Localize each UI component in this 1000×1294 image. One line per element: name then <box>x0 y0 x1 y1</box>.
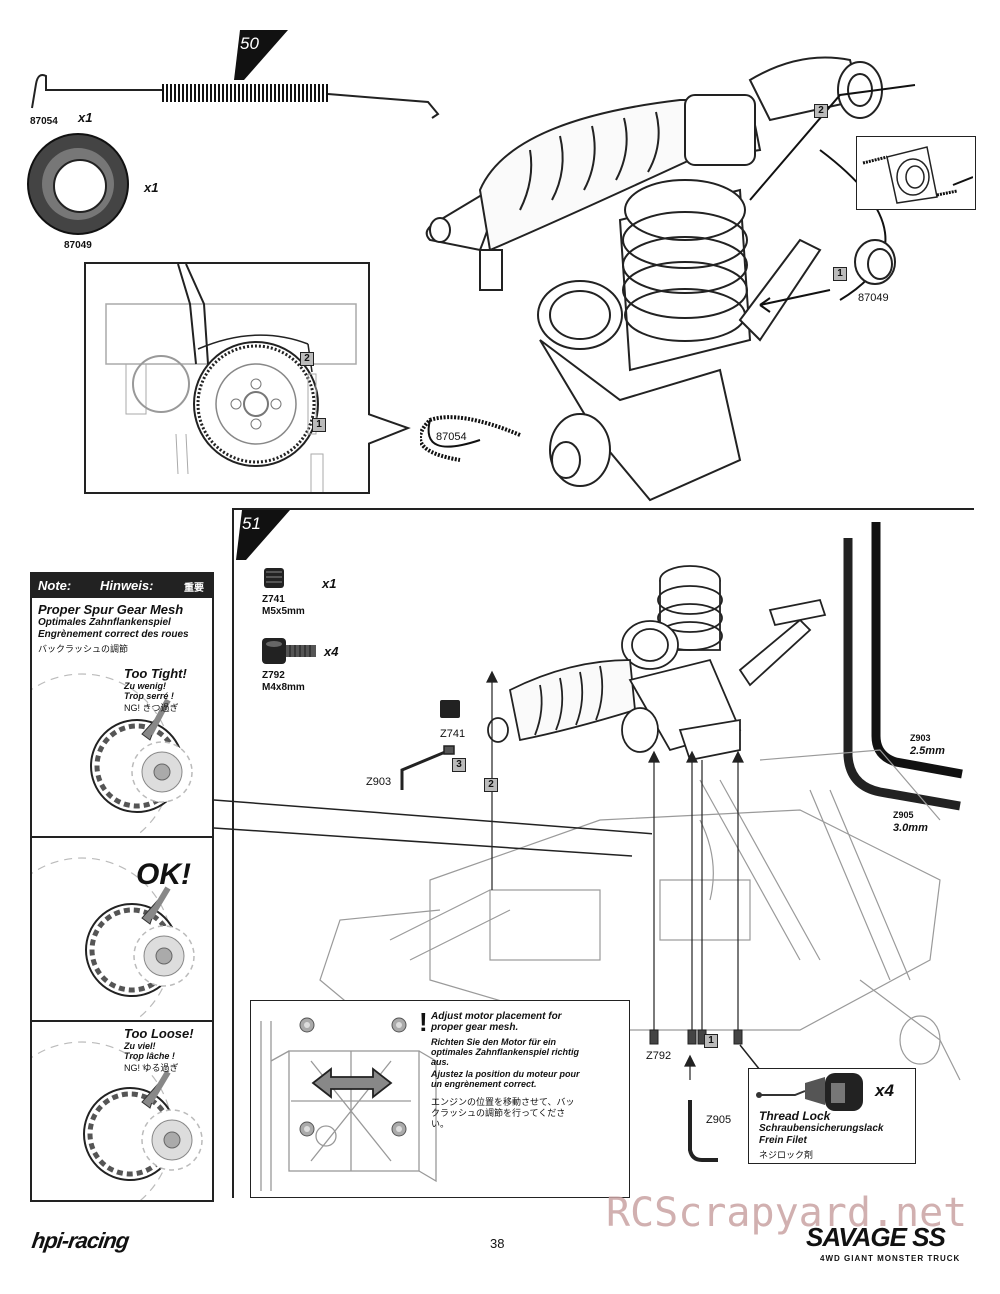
note-panel: Note: Hinweis: 重要 Proper Spur Gear Mesh … <box>30 572 214 1202</box>
inset-drawing <box>862 146 974 204</box>
spring-part-number: 87054 <box>30 116 58 127</box>
gear-ok-drawing <box>32 857 195 1018</box>
callout-87049: 87049 <box>858 292 889 304</box>
ok-label: OK! <box>136 858 191 891</box>
step50-badge <box>234 30 288 80</box>
hinweis-label: Hinweis: <box>100 578 154 593</box>
seal-87049-drawing <box>27 133 129 235</box>
thread-lock-jp: ネジロック剤 <box>759 1150 814 1160</box>
thread-lock-en: Thread Lock <box>759 1109 831 1123</box>
screw-z792-icon <box>262 638 316 664</box>
callout-z792: Z792 <box>646 1050 672 1062</box>
chassis-engine-drawing <box>260 565 961 1183</box>
gear-mesh-title-jp: バックラッシュの調節 <box>38 644 129 654</box>
step50-inset <box>856 136 976 210</box>
screw-z741-icon <box>264 568 284 588</box>
detail-step-2: 2 <box>300 352 314 366</box>
screw-z792-part: Z792 <box>262 670 285 681</box>
thread-lock-box: x4 Thread Lock Schraubensicherungslack F… <box>748 1068 916 1164</box>
note-label: Note: <box>38 578 72 593</box>
adjust-de: Richten Sie den Motor für ein optimales … <box>431 1037 580 1067</box>
too-tight-fr: Trop serré ! <box>124 691 174 701</box>
adjust-motor-box: ! Adjust motor placement for proper gear… <box>250 1000 630 1198</box>
gear-too-loose-drawing <box>32 1041 203 1200</box>
step50-callout-2: 2 <box>814 104 828 118</box>
wrench-z903-part: Z903 <box>910 733 931 743</box>
adjust-en: Adjust motor placement for proper gear m… <box>431 1011 562 1033</box>
adjust-jp: エンジンの位置を移動させて、バックラッシュの調節を行ってください。 <box>431 1097 575 1129</box>
too-tight-jp: NG! きつ過ぎ <box>124 703 179 713</box>
thread-lock-qty: x4 <box>875 1081 894 1100</box>
step51-callout-2: 2 <box>484 778 498 792</box>
screw-z741-size: M5x5mm <box>262 606 305 617</box>
too-loose-de: Zu viel! <box>124 1041 156 1051</box>
savage-ss-logo: SAVAGE SS <box>806 1222 946 1252</box>
gear-mesh-title: Proper Spur Gear Mesh <box>38 602 184 617</box>
too-loose-label: Too Loose! <box>124 1026 194 1041</box>
watermark: RCScrapyard.net <box>606 1190 968 1236</box>
detail-step-1: 1 <box>312 418 326 432</box>
step51-badge <box>236 510 290 560</box>
thread-lock-bottle-icon <box>756 1073 863 1111</box>
step51-callout-3: 3 <box>452 758 466 772</box>
detail-engine-drawing <box>105 264 357 492</box>
callout-z903: Z903 <box>366 776 392 788</box>
jp-note-label: 重要 <box>184 583 204 594</box>
hex-wrenches-drawing <box>843 522 963 811</box>
note-divider-1 <box>32 836 212 838</box>
gear-too-tight-drawing <box>32 673 193 834</box>
spring-qty: x1 <box>78 110 93 125</box>
adjust-drawing <box>260 1017 437 1191</box>
step50-number: 50 <box>240 34 259 53</box>
warning-icon: ! <box>419 1007 428 1037</box>
wrench-z905-size: 3.0mm <box>893 822 928 834</box>
gear-mesh-title-de: Optimales Zahnflankenspiel <box>38 617 171 628</box>
note-divider-2 <box>32 1020 212 1022</box>
screw-z792-qty: x4 <box>324 644 339 659</box>
hpi-racing-logo: hpi-racing <box>30 1228 131 1253</box>
engine-exhaust-drawing <box>420 56 916 502</box>
spring-87054-drawing <box>31 74 440 119</box>
note-leaders <box>213 799 652 857</box>
note-header: Note: Hinweis: 重要 <box>32 574 212 598</box>
thread-lock-fr: Frein Filet <box>759 1135 807 1146</box>
screw-z741-qty: x1 <box>322 576 337 591</box>
step-divider <box>232 508 974 510</box>
step51-number: 51 <box>242 514 261 533</box>
too-tight-de: Zu wenig! <box>124 681 166 691</box>
callout-z741: Z741 <box>440 728 466 740</box>
too-loose-fr: Trop lâche ! <box>124 1051 175 1061</box>
too-tight-label: Too Tight! <box>124 666 187 681</box>
wrench-z903-size: 2.5mm <box>910 745 945 757</box>
screw-z792-size: M4x8mm <box>262 682 305 693</box>
thread-lock-de: Schraubensicherungslack <box>759 1123 884 1134</box>
seal-qty: x1 <box>144 180 159 195</box>
detail-pointer <box>368 413 411 445</box>
page-number: 38 <box>490 1236 505 1251</box>
screw-z741-part: Z741 <box>262 594 285 605</box>
wrench-z905-part: Z905 <box>893 810 914 820</box>
step51-callout-1: 1 <box>704 1034 718 1048</box>
too-loose-jp: NG! ゆる過ぎ <box>124 1063 179 1073</box>
adjust-fr: Ajustez la position du moteur pour un en… <box>431 1069 580 1089</box>
step50-detail-frame: 2 1 <box>84 262 370 494</box>
seal-part-number: 87049 <box>64 240 92 251</box>
callout-87054: 87054 <box>436 431 467 443</box>
step-left-rule <box>232 508 234 1198</box>
step50-callout-1: 1 <box>833 267 847 281</box>
savage-ss-subtitle: 4WD GIANT MONSTER TRUCK <box>820 1254 961 1263</box>
gear-mesh-title-fr: Engrènement correct des roues <box>38 629 189 640</box>
callout-z905: Z905 <box>706 1114 732 1126</box>
